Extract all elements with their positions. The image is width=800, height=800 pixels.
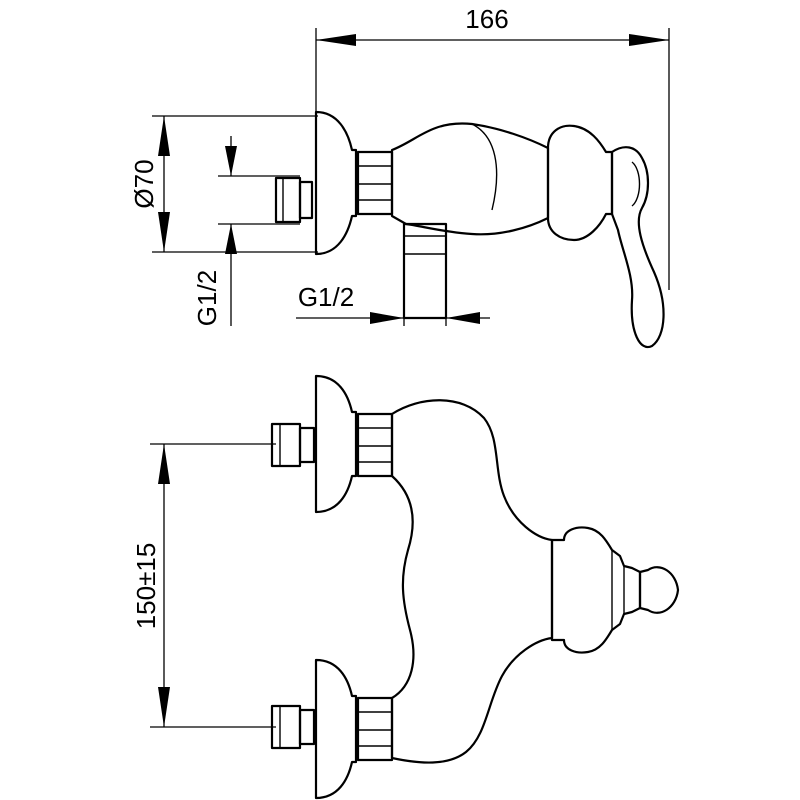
outlet-thread-label: G1/2 bbox=[298, 282, 354, 312]
inlet-fitting bbox=[274, 176, 314, 224]
dimension-body-diameter: Ø70 bbox=[129, 115, 318, 253]
dimension-overall-width: 166 bbox=[315, 4, 670, 290]
dimension-outlet-thread: G1/2 bbox=[296, 236, 490, 326]
lever-knob-front bbox=[638, 566, 680, 614]
lower-wall-flange bbox=[314, 658, 358, 800]
mixer-body bbox=[390, 122, 550, 236]
cartridge-cap bbox=[546, 124, 614, 242]
inlet-thread-label: G1/2 bbox=[192, 270, 222, 326]
side-view: 166 Ø70 G1/2 G1 bbox=[129, 4, 670, 349]
cartridge-cap-front bbox=[550, 526, 642, 654]
lower-hex-nut bbox=[356, 696, 394, 762]
mixer-body-front bbox=[390, 399, 554, 764]
body-highlight bbox=[471, 123, 498, 211]
upper-inlet-fitting bbox=[270, 422, 316, 468]
dimension-inlet-spacing: 150±15 bbox=[131, 443, 276, 728]
hex-nut bbox=[356, 150, 394, 216]
lever-handle bbox=[610, 146, 665, 349]
outlet-pipe bbox=[402, 222, 448, 320]
lower-inlet-fitting bbox=[270, 704, 316, 750]
lever-knob bbox=[631, 161, 641, 207]
inlet-spacing-label: 150±15 bbox=[131, 543, 161, 630]
upper-hex-nut bbox=[356, 412, 394, 478]
front-view: 150±15 bbox=[131, 374, 680, 800]
dimension-inlet-thread: G1/2 bbox=[192, 136, 300, 326]
body-diameter-label: Ø70 bbox=[129, 159, 159, 208]
overall-width-label: 166 bbox=[465, 4, 508, 34]
upper-wall-flange bbox=[314, 374, 358, 514]
wall-flange bbox=[314, 110, 358, 256]
